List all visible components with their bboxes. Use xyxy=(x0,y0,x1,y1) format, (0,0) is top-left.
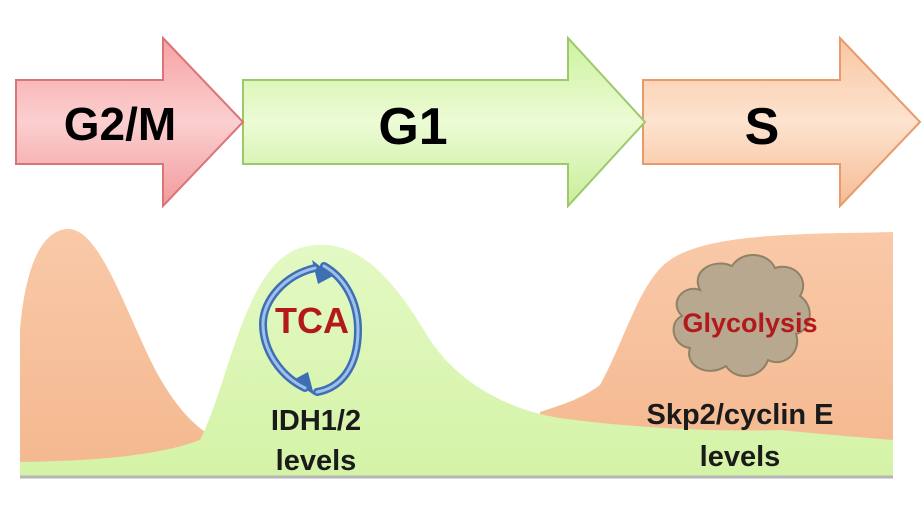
phase-label-g2m: G2/M xyxy=(64,98,176,150)
phase-label-g1: G1 xyxy=(378,98,447,156)
glycolysis-label: Glycolysis xyxy=(682,308,817,338)
idh-levels-line2: levels xyxy=(276,445,357,477)
orange-curve-left xyxy=(20,228,215,470)
phase-arrow-g2m: G2/M xyxy=(15,35,245,209)
phase-arrow-g1: G1 xyxy=(242,35,647,209)
tca-cycle-icon xyxy=(258,260,363,396)
phase-arrow-s: S xyxy=(642,35,922,209)
green-curve xyxy=(20,244,893,476)
phase-label-s: S xyxy=(745,98,780,156)
glycolysis-cloud-icon xyxy=(672,254,811,378)
tca-label: TCA xyxy=(275,300,349,341)
idh-levels-line1: IDH1/2 xyxy=(271,405,361,437)
skp2-levels-line2: levels xyxy=(700,441,781,473)
skp2-levels-line1: Skp2/cyclin E xyxy=(647,399,834,431)
